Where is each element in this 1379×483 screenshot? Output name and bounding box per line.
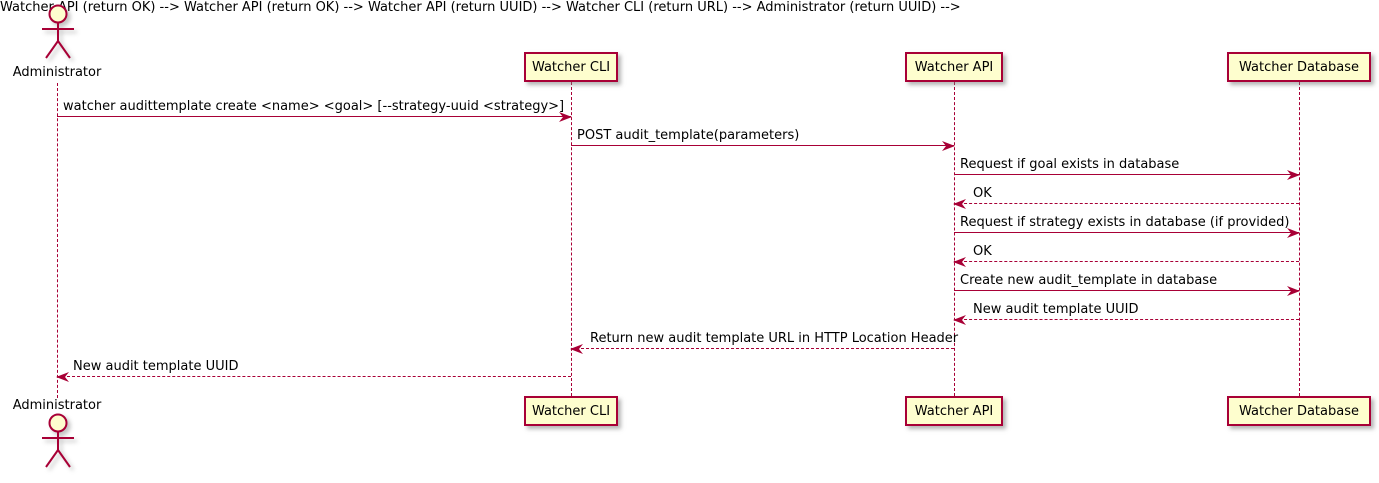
- message-line: [571, 145, 954, 146]
- message-line: [954, 319, 1299, 320]
- participant-watcher-database-bottom: Watcher Database: [1227, 396, 1371, 426]
- participant-watcher-cli-top: Watcher CLI: [524, 52, 618, 82]
- arrowhead-left-icon: [953, 198, 966, 209]
- message-line: [954, 290, 1299, 291]
- message-request-strategy-exists: Request if strategy exists in database (…: [954, 215, 1300, 238]
- participant-watcher-database-top: Watcher Database: [1227, 52, 1371, 82]
- arrowhead-right-icon: [942, 140, 955, 151]
- participant-watcher-api-bottom: Watcher API: [905, 396, 1003, 426]
- arrowhead-left-icon: [953, 256, 966, 267]
- message-post-audit-template: POST audit_template(parameters): [571, 128, 955, 151]
- participant-watcher-cli-bottom: Watcher CLI: [524, 396, 618, 426]
- participant-watcher-api-top: Watcher API: [905, 52, 1003, 82]
- lifeline-watcher-api: [954, 82, 955, 396]
- message-cli-create-command: watcher audittemplate create <name> <goa…: [57, 99, 572, 122]
- message-line: [954, 261, 1299, 262]
- message-return-location-header: Return new audit template URL in HTTP Lo…: [570, 331, 958, 354]
- message-request-goal-exists: Request if goal exists in database: [954, 157, 1300, 180]
- message-new-audit-template-uuid-admin: New audit template UUID: [56, 359, 571, 382]
- message-label: OK: [973, 186, 992, 201]
- actor-administrator-icon: [42, 413, 74, 468]
- message-new-audit-template-uuid-db: New audit template UUID: [953, 302, 1299, 325]
- message-line: [954, 203, 1299, 204]
- actor-administrator-icon: [42, 4, 74, 59]
- message-line: [954, 232, 1299, 233]
- message-ok-strategy: OK: [953, 244, 1299, 267]
- lifeline-watcher-database: [1299, 82, 1300, 396]
- arrowhead-left-icon: [56, 371, 69, 382]
- message-label: Request if strategy exists in database (…: [960, 215, 1290, 230]
- arrowhead-right-icon: [1287, 169, 1300, 180]
- arrowhead-left-icon: [570, 343, 583, 354]
- arrowhead-left-icon: [953, 314, 966, 325]
- message-ok-goal: OK: [953, 186, 1299, 209]
- message-label: New audit template UUID: [73, 359, 239, 374]
- message-label: Request if goal exists in database: [960, 157, 1180, 172]
- message-line: [57, 376, 571, 377]
- message-label: OK: [973, 244, 992, 259]
- message-line: [571, 348, 954, 349]
- message-line: [954, 174, 1299, 175]
- arrowhead-right-icon: [1287, 227, 1300, 238]
- message-label: watcher audittemplate create <name> <goa…: [63, 99, 565, 114]
- lifeline-watcher-cli: [571, 82, 572, 396]
- message-label: Return new audit template URL in HTTP Lo…: [590, 331, 959, 346]
- message-create-audit-template: Create new audit_template in database: [954, 273, 1300, 296]
- message-label: POST audit_template(parameters): [577, 128, 800, 143]
- actor-label-bottom: Administrator: [12, 398, 102, 413]
- message-label: Create new audit_template in database: [960, 273, 1218, 288]
- arrowhead-right-icon: [1287, 285, 1300, 296]
- message-line: [57, 116, 571, 117]
- actor-label-top: Administrator: [12, 65, 102, 80]
- message-label: New audit template UUID: [973, 302, 1139, 317]
- lifeline-administrator: [57, 83, 58, 398]
- arrowhead-right-icon: [559, 111, 572, 122]
